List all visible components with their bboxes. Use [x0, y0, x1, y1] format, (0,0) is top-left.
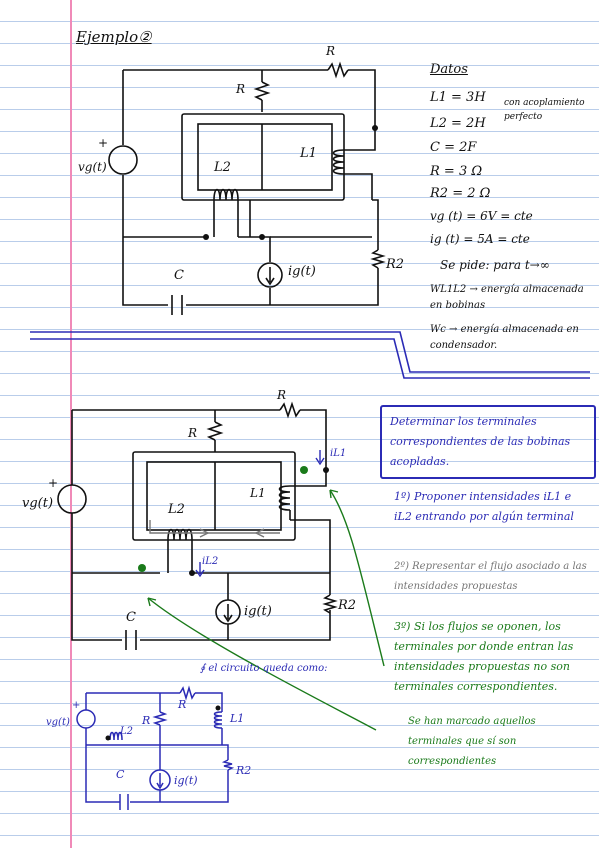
datos-line-3: C = 2F [430, 140, 477, 155]
label-R-top-2: R [277, 388, 287, 402]
label-R2-2: R2 [338, 598, 357, 613]
label-C-2: C [126, 610, 136, 625]
determine-terminals-text: Determinar los terminales correspondient… [390, 415, 571, 468]
datos-line-4: R = 3 Ω [430, 164, 483, 179]
label-R-inner: R [236, 82, 246, 96]
label-vg-2: vg(t) [22, 496, 54, 511]
label-C: C [174, 268, 184, 283]
page-margin-line [70, 0, 72, 848]
label-L1-2: L1 [250, 486, 266, 500]
step-1: 1º) Proponer intensidades iL1 e iL2 entr… [394, 490, 574, 523]
label-vg: vg(t) [78, 160, 107, 174]
label-R2: R2 [386, 257, 405, 272]
label-R-3a: R [178, 698, 187, 711]
step-3b: Se han marcado aquellos terminales que s… [408, 716, 536, 767]
label-vg-plus: + [98, 136, 109, 150]
coupling-note: con acoplamiento perfecto [504, 98, 585, 122]
label-ig-3: ig(t) [174, 774, 198, 787]
w-l1l2: WL1L2 → energía almacenada en bobinas [430, 284, 584, 311]
label-L2-3: L2 [120, 726, 134, 737]
circuit-note: ∮ el circuito queda como: [200, 663, 328, 674]
label-R-inner-2: R [188, 426, 198, 440]
label-L1: L1 [300, 146, 317, 161]
step-2: 2º) Representar el flujo asociado a las … [394, 561, 587, 592]
datos-line-1: L1 = 3H [430, 90, 486, 105]
label-R2-3: R2 [236, 764, 252, 777]
label-vg-3: vg(t) [46, 717, 70, 728]
label-R-top: R [326, 44, 336, 58]
se-pide: Se pide: para t→∞ [440, 258, 550, 272]
label-ig: ig(t) [288, 264, 316, 279]
determine-terminals-box [380, 405, 596, 479]
label-L2-2: L2 [168, 502, 185, 517]
step-3: 3º) Si los flujos se oponen, los termina… [394, 620, 574, 693]
datos-line-7: ig (t) = 5A = cte [430, 232, 530, 246]
datos-heading: Datos [430, 62, 468, 77]
label-R-3b: R [142, 714, 151, 727]
label-iL2: iL2 [202, 556, 219, 567]
label-vg-plus-3: + [72, 700, 81, 711]
label-iL1: iL1 [330, 448, 347, 459]
label-L2: L2 [214, 160, 231, 175]
label-vg-plus-2: + [48, 476, 59, 490]
datos-line-2: L2 = 2H [430, 116, 486, 131]
label-C-3: C [116, 768, 125, 781]
label-ig-2: ig(t) [244, 604, 272, 619]
datos-line-5: R2 = 2 Ω [430, 186, 491, 201]
datos-line-6: vg (t) = 6V = cte [430, 209, 533, 223]
page-title: Ejemplo② [76, 28, 152, 46]
w-c: Wc → energía almacenada en condensador. [430, 324, 579, 351]
label-L1-3: L1 [230, 712, 245, 725]
